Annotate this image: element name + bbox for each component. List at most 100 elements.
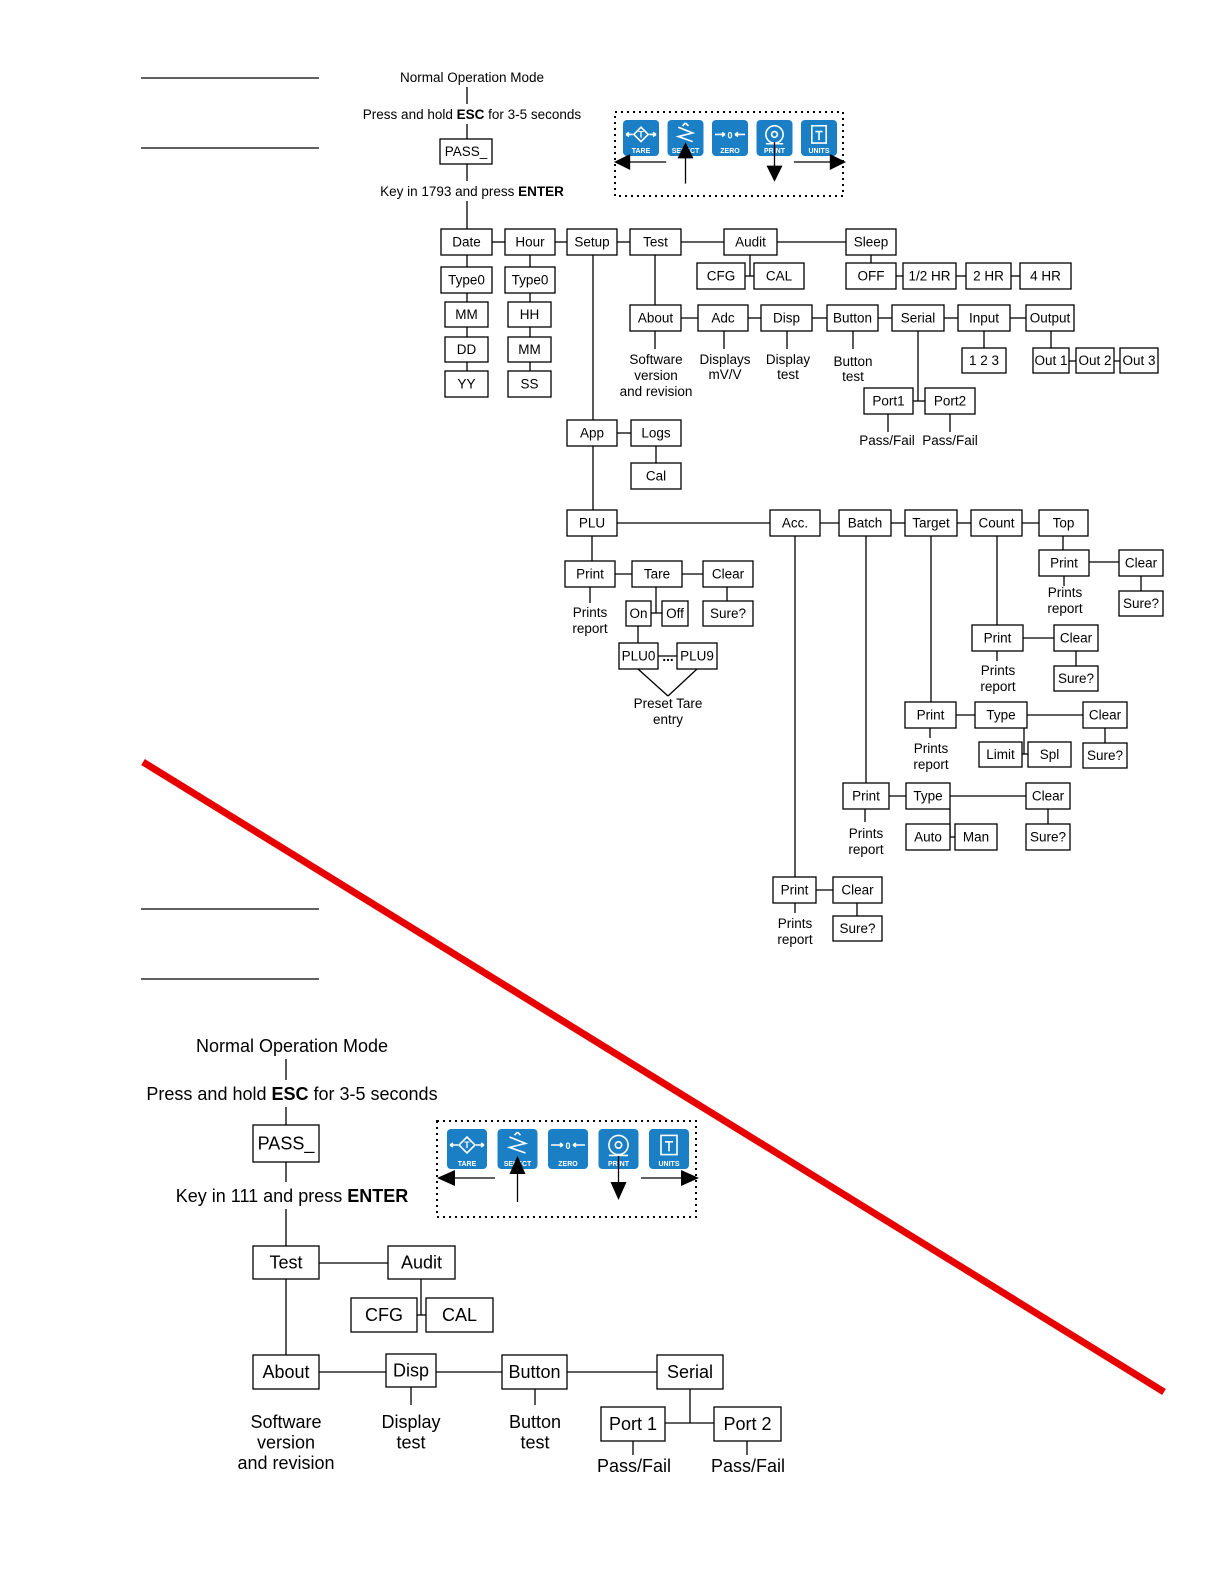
audit-cfg-frame — [696, 262, 746, 290]
logs-label: Logs — [641, 426, 671, 441]
count-clear-frame — [1053, 624, 1099, 652]
acc-clear-box: Clear — [832, 876, 883, 904]
plu0-frame — [618, 642, 659, 670]
tare-on-frame — [625, 600, 652, 627]
plu-clear-label: Clear — [712, 567, 745, 582]
sleep-off-frame — [845, 262, 897, 290]
plu-print-description-line: report — [572, 621, 608, 636]
acc-print-description-line: report — [777, 932, 813, 947]
units-key[interactable]: UNITS — [649, 1129, 689, 1169]
target-type-label: Type — [986, 708, 1015, 723]
test-box: Test — [629, 228, 682, 256]
lower-button-description-line: test — [520, 1433, 549, 1453]
plu-box: PLU — [566, 509, 618, 537]
target-spl-frame — [1027, 741, 1072, 768]
target-sure-box: Sure? — [1082, 742, 1128, 769]
sleep-half-hr-box: 1/2 HR — [902, 262, 957, 290]
target-print-label: Print — [917, 708, 945, 723]
top-clear-box: Clear — [1118, 549, 1164, 577]
lower-test-frame — [252, 1245, 320, 1280]
zero-key-face — [548, 1129, 588, 1169]
lower-instruction-text: Press and hold — [146, 1084, 271, 1104]
target-limit-label: Limit — [986, 747, 1015, 762]
hour-frame — [504, 228, 556, 256]
serial-port2-label: Port2 — [934, 394, 966, 409]
lower-cal-label: CAL — [442, 1305, 477, 1325]
sleep-frame — [845, 228, 897, 256]
lower-cfg-frame — [350, 1297, 418, 1333]
top-sure-frame — [1118, 590, 1164, 617]
lower-keyin: Key in 111 and press ENTER — [176, 1186, 408, 1206]
target-limit-frame — [978, 741, 1023, 768]
sleep-4hr-frame — [1019, 262, 1072, 290]
serial-port2-box: Port2 — [924, 387, 976, 415]
lower-button-label: Button — [508, 1362, 560, 1382]
zero-icon: 0 — [715, 130, 745, 140]
lower-button-description-line: Button — [509, 1412, 561, 1432]
acc-frame — [769, 509, 821, 537]
input-label: Input — [969, 311, 999, 326]
about-description-line: Software — [629, 352, 682, 367]
tare-on-box: On — [625, 600, 652, 627]
date-mm-box: MM — [444, 301, 489, 328]
output-label: Output — [1030, 311, 1071, 326]
down-arrow-icon — [766, 165, 783, 182]
batch-man-frame — [954, 823, 998, 851]
audit-cal-box: CAL — [753, 262, 805, 290]
plu-tare-frame — [631, 560, 683, 588]
plu-tare-label: Tare — [644, 567, 670, 582]
lower-port1-box: Port 1 — [600, 1406, 666, 1442]
target-print-box: Print — [904, 701, 957, 729]
about-box: About — [629, 304, 682, 332]
about-description-line: and revision — [620, 384, 693, 399]
zero-key-label: ZERO — [720, 148, 740, 155]
plu-sure-label: Sure? — [710, 606, 746, 621]
audit-label: Audit — [735, 235, 766, 250]
plu-sure-box: Sure? — [702, 600, 754, 627]
sleep-2hr-frame — [965, 262, 1012, 290]
output-out1-frame — [1032, 347, 1070, 374]
output-frame — [1025, 304, 1075, 332]
acc-sure-label: Sure? — [839, 921, 875, 936]
target-type-frame — [974, 701, 1028, 729]
audit-box: Audit — [723, 228, 778, 256]
tare-icon: T — [449, 1135, 485, 1155]
count-frame — [970, 509, 1023, 537]
select-icon — [506, 1131, 529, 1154]
setup-box: Setup — [566, 228, 618, 256]
disp-description-line: test — [777, 367, 799, 382]
zero-key-face — [712, 120, 748, 156]
lower-about-description-line: version — [257, 1433, 315, 1453]
count-print-description-line: report — [980, 679, 1016, 694]
acc-sure-box: Sure? — [832, 915, 883, 942]
acc-print-box: Print — [772, 876, 817, 904]
batch-sure-frame — [1025, 823, 1071, 851]
logs-frame — [630, 419, 682, 447]
top-clear-label: Clear — [1125, 556, 1158, 571]
svg-text:T: T — [638, 129, 644, 139]
hour-hh-box: HH — [507, 301, 552, 328]
lower-button-frame — [501, 1354, 568, 1390]
lower-audit-label: Audit — [401, 1252, 442, 1272]
lower-serial-frame — [656, 1354, 724, 1390]
hour-box: Hour — [504, 228, 556, 256]
sleep-off-box: OFF — [845, 262, 897, 290]
plu-print-frame — [564, 560, 616, 588]
lower-instruction-text-end: for 3-5 seconds — [309, 1084, 438, 1104]
lower-audit-box: Audit — [387, 1245, 456, 1280]
top-sure-box: Sure? — [1118, 590, 1164, 617]
sleep-2hr-label: 2 HR — [973, 269, 1004, 284]
plu9-label: PLU9 — [680, 649, 714, 664]
units-key[interactable]: UNITS — [801, 120, 837, 156]
hour-mm-label: MM — [518, 342, 541, 357]
plu-tare-box: Tare — [631, 560, 683, 588]
about-description-line: version — [634, 368, 678, 383]
sleep-4hr-box: 4 HR — [1019, 262, 1072, 290]
units-key-label: UNITS — [809, 148, 830, 155]
upper-pass-box: PASS_ — [439, 138, 493, 165]
